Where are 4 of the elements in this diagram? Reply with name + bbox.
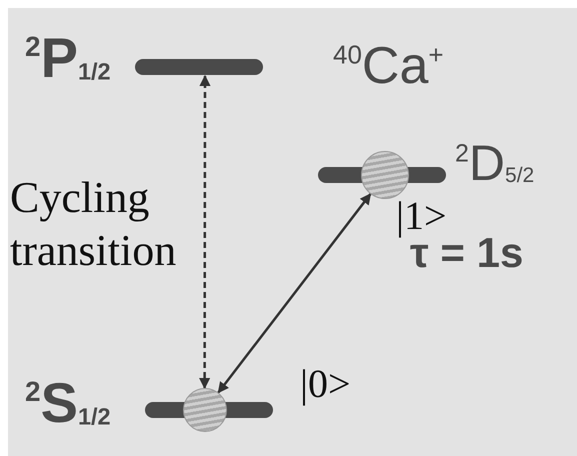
transition-arrow — [217, 193, 372, 394]
ion-label: $^{40}$Ca$^{+}$ — [333, 40, 444, 92]
state-label: |0> — [300, 364, 351, 404]
transition-arrow — [199, 74, 211, 390]
